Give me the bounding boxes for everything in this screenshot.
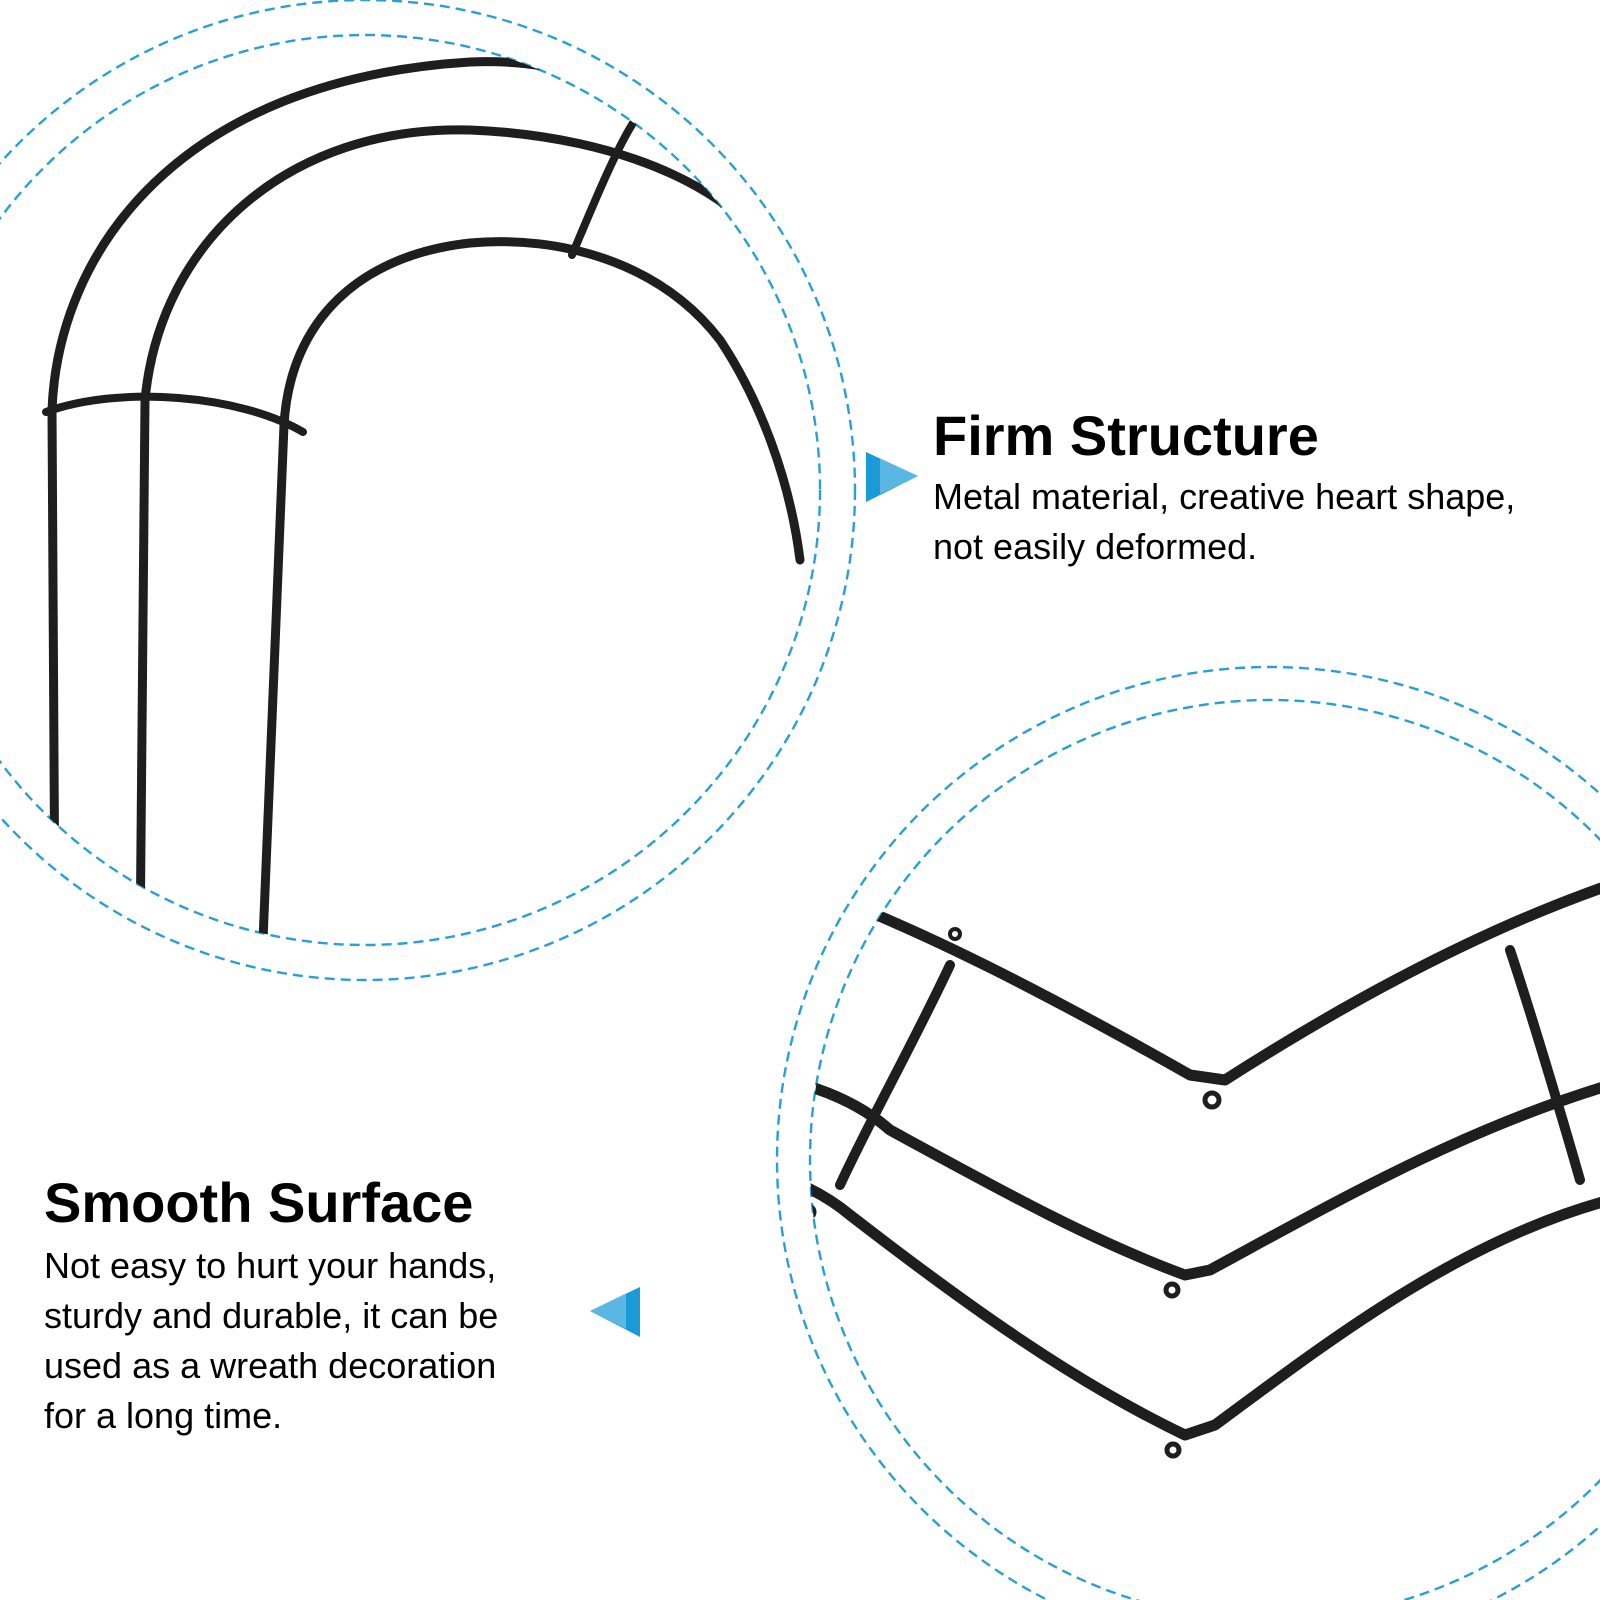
- weld-point: [1164, 1441, 1182, 1459]
- feature-description: Not easy to hurt your hands, sturdy and …: [44, 1245, 499, 1436]
- top-zoom-circle-outer-ring: [0, 0, 857, 982]
- left-cross-wire: [835, 960, 955, 1190]
- weld-point: [1202, 1090, 1222, 1110]
- middle-v-wire: [810, 1069, 1600, 1281]
- wire-frame-arch-detail: [42, 57, 805, 945]
- bottom-zoom-circle-outer-ring: [775, 665, 1600, 1600]
- top-zoom-circle: [0, 0, 857, 982]
- weld-point: [1163, 1281, 1181, 1299]
- wire-frame-heart-dip-detail: [810, 879, 1600, 1459]
- top-zoom-circle-inner-ring: [0, 33, 822, 947]
- outer-wire: [47, 57, 805, 935]
- feature-title: Firm Structure: [933, 404, 1319, 467]
- feature-firm-structure: Firm Structure Metal material, creative …: [933, 404, 1593, 572]
- top-connector-wire: [568, 91, 670, 259]
- triangle-right-icon: [866, 452, 918, 502]
- left-connector-wire: [42, 392, 307, 436]
- feature-title: Smooth Surface: [44, 1171, 474, 1234]
- triangle-left-icon: [590, 1287, 640, 1337]
- right-cross-wire: [1505, 945, 1585, 1185]
- weld-point: [948, 927, 962, 941]
- feature-description: Metal material, creative heart shape, no…: [933, 476, 1516, 567]
- upper-v-wire: [834, 879, 1600, 1086]
- middle-wire: [135, 125, 805, 945]
- lower-v-wire: [810, 1157, 1600, 1441]
- bottom-zoom-circle-inner-ring: [808, 698, 1600, 1600]
- weld-point: [810, 1203, 817, 1221]
- bottom-zoom-circle: [775, 665, 1600, 1600]
- feature-smooth-surface: Smooth Surface Not easy to hurt your han…: [44, 1171, 604, 1441]
- inner-wire: [257, 237, 805, 945]
